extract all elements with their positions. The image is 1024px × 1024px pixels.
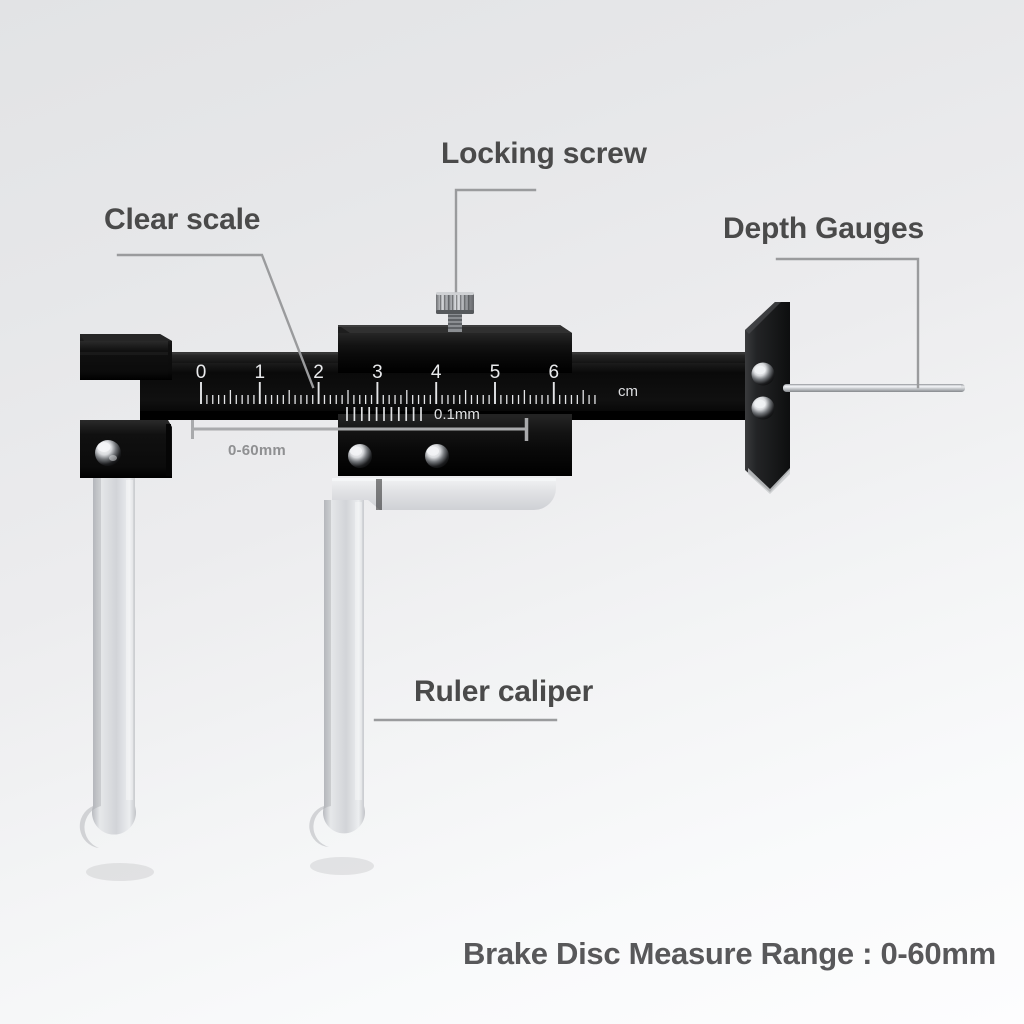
- product-caption: Brake Disc Measure Range : 0-60mm: [463, 936, 996, 971]
- depth-gauge-bracket: [745, 302, 790, 494]
- callout-label-depth-gauges: Depth Gauges: [723, 212, 924, 245]
- locking-screw[interactable]: [436, 292, 474, 332]
- dimension-bracket: [191, 418, 529, 441]
- slider-steel-plate: [332, 478, 556, 510]
- callout-label-ruler-caliper: Ruler caliper: [414, 675, 594, 708]
- left-measuring-blade: [79, 478, 136, 848]
- callout-label-clear-scale: Clear scale: [104, 203, 261, 236]
- dimension-label-range: 0-60mm: [228, 442, 286, 459]
- callout-label-locking-screw: Locking screw: [441, 137, 647, 170]
- depth-gauge-rod: [783, 384, 965, 392]
- scale-engraving: [200, 382, 596, 404]
- right-measuring-blade: [309, 500, 365, 847]
- slider-body: [338, 325, 572, 476]
- vernier-engraving: [346, 407, 422, 421]
